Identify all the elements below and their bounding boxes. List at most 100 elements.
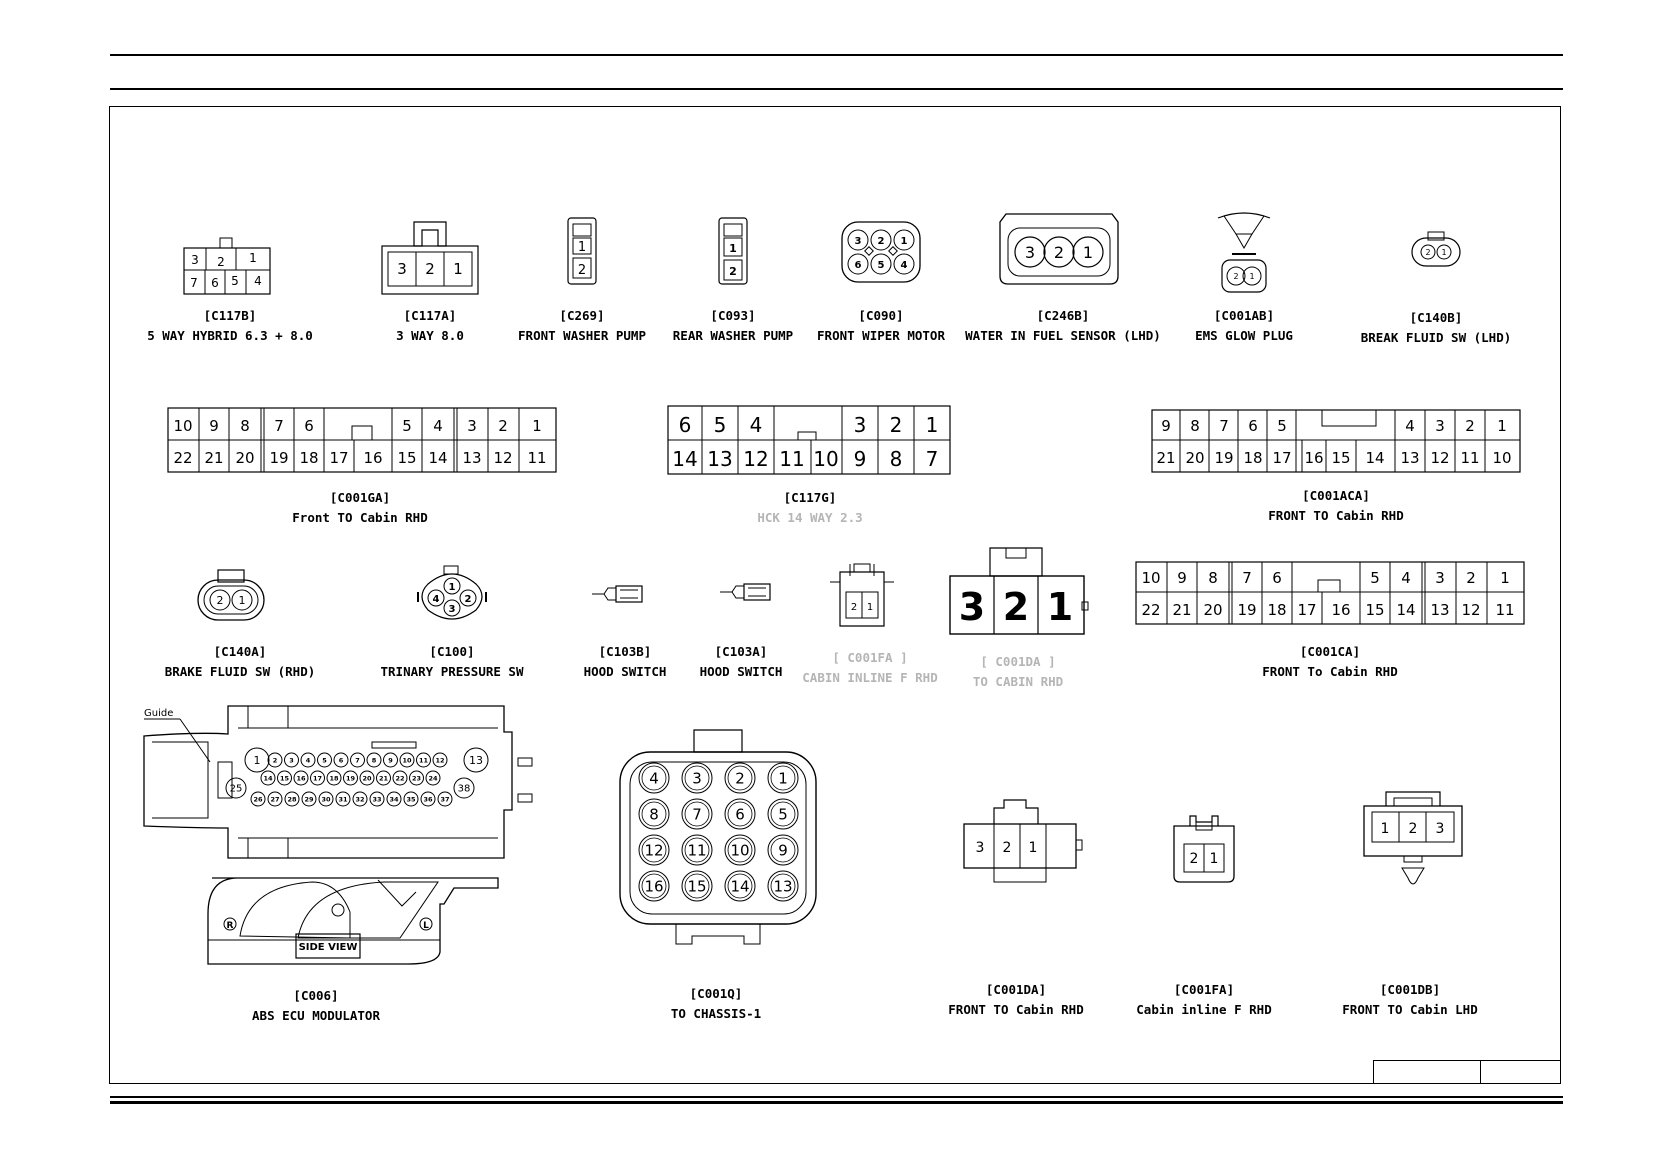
pin-label: 29 xyxy=(304,795,314,803)
pin xyxy=(724,762,756,794)
connector-label-c001aca: [C001ACA]FRONT TO Cabin RHD xyxy=(1268,488,1404,523)
pin-label: 2 xyxy=(1003,840,1012,856)
pin-label: 8 xyxy=(240,417,250,435)
pin-label: 2 xyxy=(578,263,586,278)
pin xyxy=(333,752,349,768)
pin-label: 17 xyxy=(329,449,348,467)
pin-label: 20 xyxy=(235,449,254,467)
pin-label: 1 xyxy=(729,242,737,255)
pin xyxy=(301,791,317,807)
pin-ring xyxy=(684,873,710,899)
pin-label: 6 xyxy=(855,260,862,271)
pin xyxy=(767,834,799,866)
pin-label: 2 xyxy=(1409,821,1418,837)
pin-label: 8 xyxy=(649,805,659,823)
pin xyxy=(244,747,270,773)
pin xyxy=(350,752,365,768)
pin-label: 2 xyxy=(465,594,472,605)
pin-label: 1 xyxy=(532,417,542,435)
pin-label: 10 xyxy=(1492,449,1511,467)
pin-ring xyxy=(641,837,667,863)
pin-label: 4 xyxy=(1405,417,1415,435)
pin-ring xyxy=(727,801,753,827)
pin-ring xyxy=(641,801,667,827)
pin xyxy=(225,777,247,799)
pin xyxy=(359,770,375,786)
pin-label: 10 xyxy=(402,756,412,764)
pin-label: 2 xyxy=(217,594,224,607)
pin-label: 3 xyxy=(854,413,867,437)
pin-label: 3 xyxy=(976,840,985,856)
pin-label: 21 xyxy=(204,449,223,467)
pin-ring xyxy=(727,837,753,863)
pin-label: 2 xyxy=(1465,417,1475,435)
pin-label: 15 xyxy=(1331,449,1350,467)
pin-label: 16 xyxy=(644,877,663,895)
guide-label: Guide xyxy=(144,708,173,719)
pin-label: 10 xyxy=(813,447,838,471)
pin-ring xyxy=(770,837,796,863)
pin-label: 16 xyxy=(363,449,382,467)
pin-label: 14 xyxy=(263,774,273,782)
title-block xyxy=(1373,1060,1560,1083)
pin-label: 7 xyxy=(190,276,198,290)
pin-label: 9 xyxy=(388,756,393,764)
pin-label: 2 xyxy=(851,602,857,613)
connector-c001aca: 9 8 7 6 5 4 3 2 1 21 20 19 18 17 16 15 1… xyxy=(1151,409,1521,473)
connector-label-c093: [C093]REAR WASHER PUMP xyxy=(672,308,794,343)
pin-label: 22 xyxy=(395,774,404,782)
pin-label: 17 xyxy=(1272,449,1291,467)
pin-label: 21 xyxy=(1172,601,1191,619)
pin xyxy=(425,770,441,786)
pin-label: 1 xyxy=(1047,585,1073,629)
connector-label-c117g: [C117G]HCK 14 WAY 2.3 xyxy=(757,490,863,525)
pin-label: 1 xyxy=(867,602,873,613)
pin-label: 2 xyxy=(890,413,903,437)
pin-label: 6 xyxy=(1248,417,1258,435)
pin-label: 15 xyxy=(1365,601,1384,619)
pin-label: 8 xyxy=(890,447,903,471)
pin xyxy=(284,791,300,807)
pin-label: 9 xyxy=(1177,569,1187,587)
pin-label: 2 xyxy=(1190,851,1199,867)
pin-label: 4 xyxy=(901,260,908,271)
pin-label: 36 xyxy=(423,795,433,803)
pin xyxy=(352,791,368,807)
pin-label: 3 xyxy=(1025,243,1035,262)
connector-label-c269: [C269]FRONT WASHER PUMP xyxy=(518,308,646,343)
connector-label-c001q: [C001Q]TO CHASSIS-1 xyxy=(670,986,762,1021)
pin-label: 5 xyxy=(322,756,327,764)
pin-label: 11 xyxy=(1460,449,1479,467)
pin xyxy=(403,791,419,807)
pin-label: 11 xyxy=(779,447,804,471)
pin xyxy=(409,770,424,786)
connector-label-c001da: [C001DA]FRONT TO Cabin RHD xyxy=(948,982,1084,1017)
pin-label: 19 xyxy=(269,449,288,467)
pin-label: 16 xyxy=(1331,601,1350,619)
connector-c117b: 3 2 1 7 6 5 4 xyxy=(183,237,271,295)
pin xyxy=(317,752,332,768)
pin-label: 13 xyxy=(469,754,483,767)
pin-label: 9 xyxy=(854,447,867,471)
connector-c103b xyxy=(592,585,643,603)
pin-label: 2 xyxy=(1003,585,1029,629)
pin-label: 9 xyxy=(1161,417,1171,435)
pin-label: 18 xyxy=(299,449,318,467)
pin-label: 8 xyxy=(372,756,377,764)
pin xyxy=(453,777,475,799)
pin-label: 5 xyxy=(1277,417,1287,435)
connector-c093: 1 2 xyxy=(718,217,748,285)
pin-ring xyxy=(641,765,667,791)
pin-label: 2 xyxy=(1425,248,1430,257)
pin-label: 12 xyxy=(743,447,768,471)
pin-label: 2 xyxy=(425,260,435,278)
pin-label: 27 xyxy=(270,795,279,803)
pin xyxy=(383,752,398,768)
pin xyxy=(724,798,756,830)
pin-label: 1 xyxy=(578,240,586,255)
pin xyxy=(277,770,292,786)
connector-label-c117a: [C117A]3 WAY 8.0 xyxy=(396,308,464,343)
pin xyxy=(724,834,756,866)
pin xyxy=(681,870,713,902)
